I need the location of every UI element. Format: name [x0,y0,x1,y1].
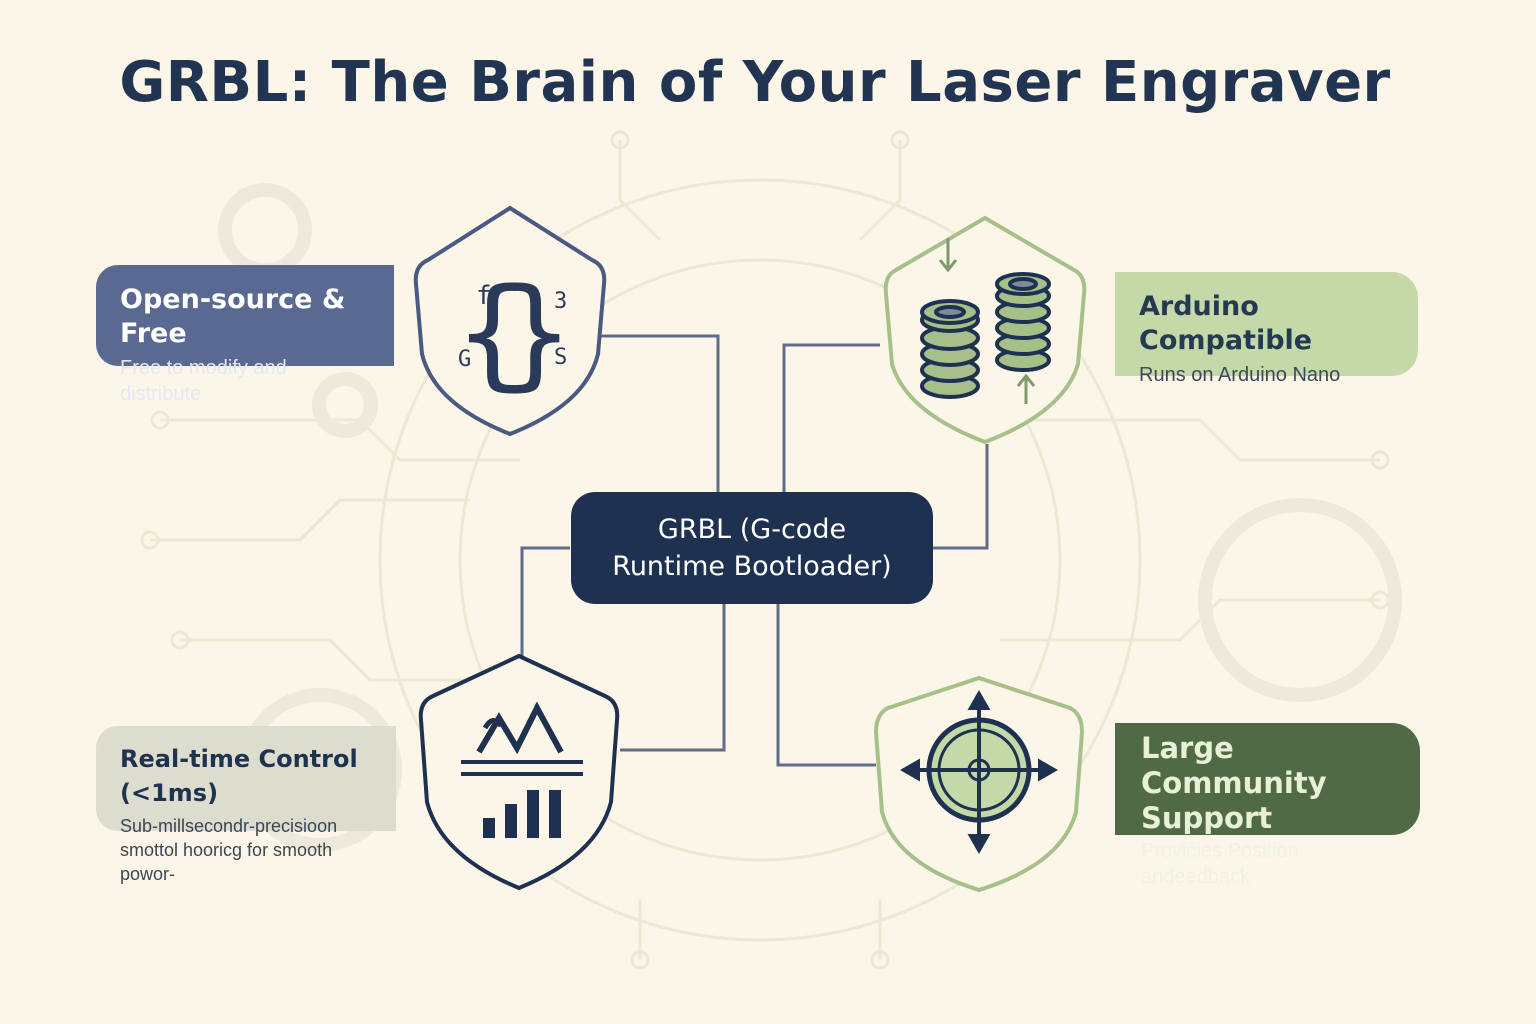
feature-card-arduino: Arduino Compatible Runs on Arduino Nano [1115,272,1418,386]
feature-subtext-line2: smottol hooricg for smooth powor- [120,840,333,884]
center-line2: Runtime Bootloader) [612,551,892,582]
glyph-f: f [476,281,492,311]
feature-heading-line2: Support [1141,801,1273,835]
arrow-icons [938,238,1036,404]
shield-realtime [418,653,620,891]
shield-community [873,675,1085,893]
feature-heading-line1: Large Community [1141,731,1327,800]
feature-heading: Open-source & Free [120,284,346,349]
feature-subtext-line1: Sub-millsecondr-precisioon [120,816,338,836]
page-title: GRBL: The Brain of Your Laser Engraver [119,50,1391,115]
link-community [776,604,876,767]
crosshair-target-icon [899,689,1059,855]
link-realtime-lower [620,604,726,752]
glyph-s: S [554,345,567,370]
feature-card-open-source: Open-source & Free Free to modify and di… [96,265,394,405]
feature-subtext: Provicies Position andeedback [1141,840,1299,888]
link-arduino-lower [933,444,989,550]
code-braces-icon: { } f G S 3 [456,264,572,403]
shield-arduino [883,215,1087,445]
center-line1: GRBL (G-code [657,514,847,545]
link-realtime [520,546,570,658]
feature-card-realtime: Real-time Control (<1ms) Sub-millsecondr… [96,726,396,884]
signal-chart-icon [461,701,583,838]
feature-subtext: Free to modify and distribute [120,357,287,405]
shield-open-source: { } f G S 3 [413,205,607,437]
center-node-grbl: GRBL (G-code Runtime Bootloader) [571,492,933,604]
glyph-3: 3 [554,289,567,314]
glyph-g: G [458,347,471,372]
link-arduino [782,343,880,492]
feature-subtext: Runs on Arduino Nano [1139,364,1341,386]
feature-card-community: Large Community Support Provicies Positi… [1115,723,1420,888]
link-open-source [597,334,720,492]
glyph-brace-right: } [500,264,572,403]
feature-heading: Arduino Compatible [1139,291,1313,356]
stacked-coins-icon [920,272,1051,399]
feature-heading: Real-time Control (<1ms) [120,745,358,807]
glyph-brace-left: { [456,264,528,403]
